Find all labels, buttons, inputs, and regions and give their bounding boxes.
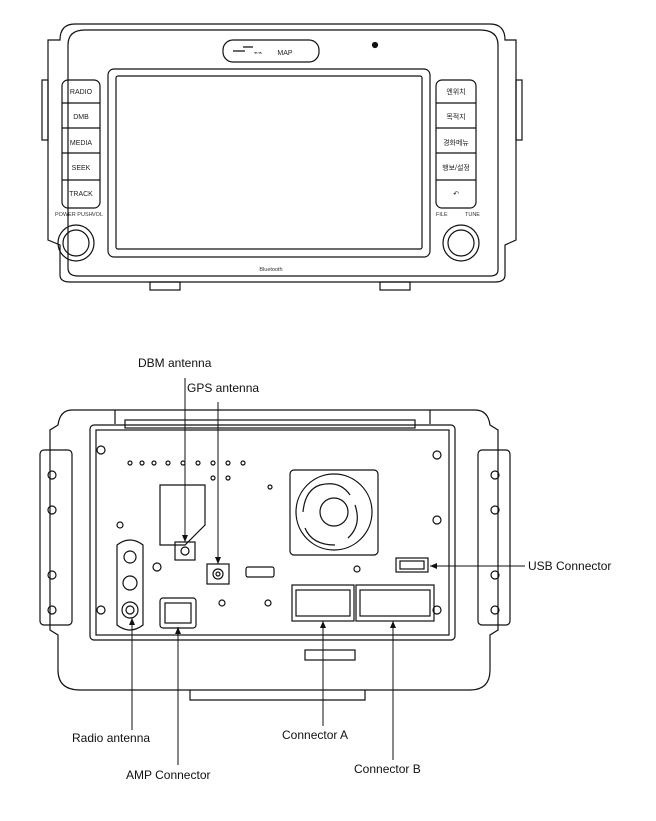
button-media[interactable]: MEDIA <box>70 140 93 147</box>
button-right-2[interactable]: 목적지 <box>446 112 465 121</box>
arrowheads <box>129 535 437 634</box>
front-panel <box>41 23 523 291</box>
file-label: FILE <box>436 212 448 218</box>
radio-antenna-housing <box>116 539 144 631</box>
button-right-3[interactable]: 경화메뉴 <box>443 138 469 147</box>
button-radio[interactable]: RADIO <box>70 89 93 96</box>
volume-knob[interactable] <box>57 224 95 262</box>
cooling-fan <box>289 469 379 556</box>
right-button-strip <box>435 79 477 209</box>
button-right-4[interactable]: 행보/설정 <box>442 163 470 172</box>
radio-antenna-port[interactable] <box>121 601 139 619</box>
dbm-antenna-label: DBM antenna <box>138 356 212 370</box>
left-button-strip <box>61 79 101 209</box>
connector-b[interactable] <box>355 584 435 622</box>
button-back-icon[interactable]: ↶ <box>453 191 459 198</box>
rear-panel <box>39 409 511 701</box>
bluetooth-label: Bluetooth <box>259 267 282 273</box>
leader-lines <box>131 378 525 765</box>
display-screen <box>107 68 431 258</box>
map-logo: ⌁⌁ <box>254 50 262 57</box>
tune-knob[interactable] <box>442 224 480 262</box>
button-track[interactable]: TRACK <box>69 191 93 198</box>
connector-b-label: Connector B <box>354 762 421 776</box>
map-button-label: MAP <box>277 50 293 57</box>
connector-a-label: Connector A <box>282 728 349 742</box>
radio-antenna-label: Radio antenna <box>72 731 151 745</box>
gps-antenna-port[interactable] <box>206 563 230 585</box>
amp-connector-label: AMP Connector <box>126 768 211 782</box>
power-label: POWER PUSH <box>55 212 93 218</box>
vol-label: VOL <box>92 212 103 218</box>
gps-antenna-label: GPS antenna <box>187 381 260 395</box>
usb-connector-label: USB Connector <box>528 559 612 573</box>
map-button[interactable] <box>222 39 320 63</box>
tune-label: TUNE <box>465 212 480 218</box>
button-right-1[interactable]: 엔위치 <box>446 87 465 96</box>
button-dmb[interactable]: DMB <box>73 114 89 121</box>
usb-connector[interactable] <box>395 557 429 573</box>
button-seek[interactable]: SEEK <box>72 165 91 172</box>
